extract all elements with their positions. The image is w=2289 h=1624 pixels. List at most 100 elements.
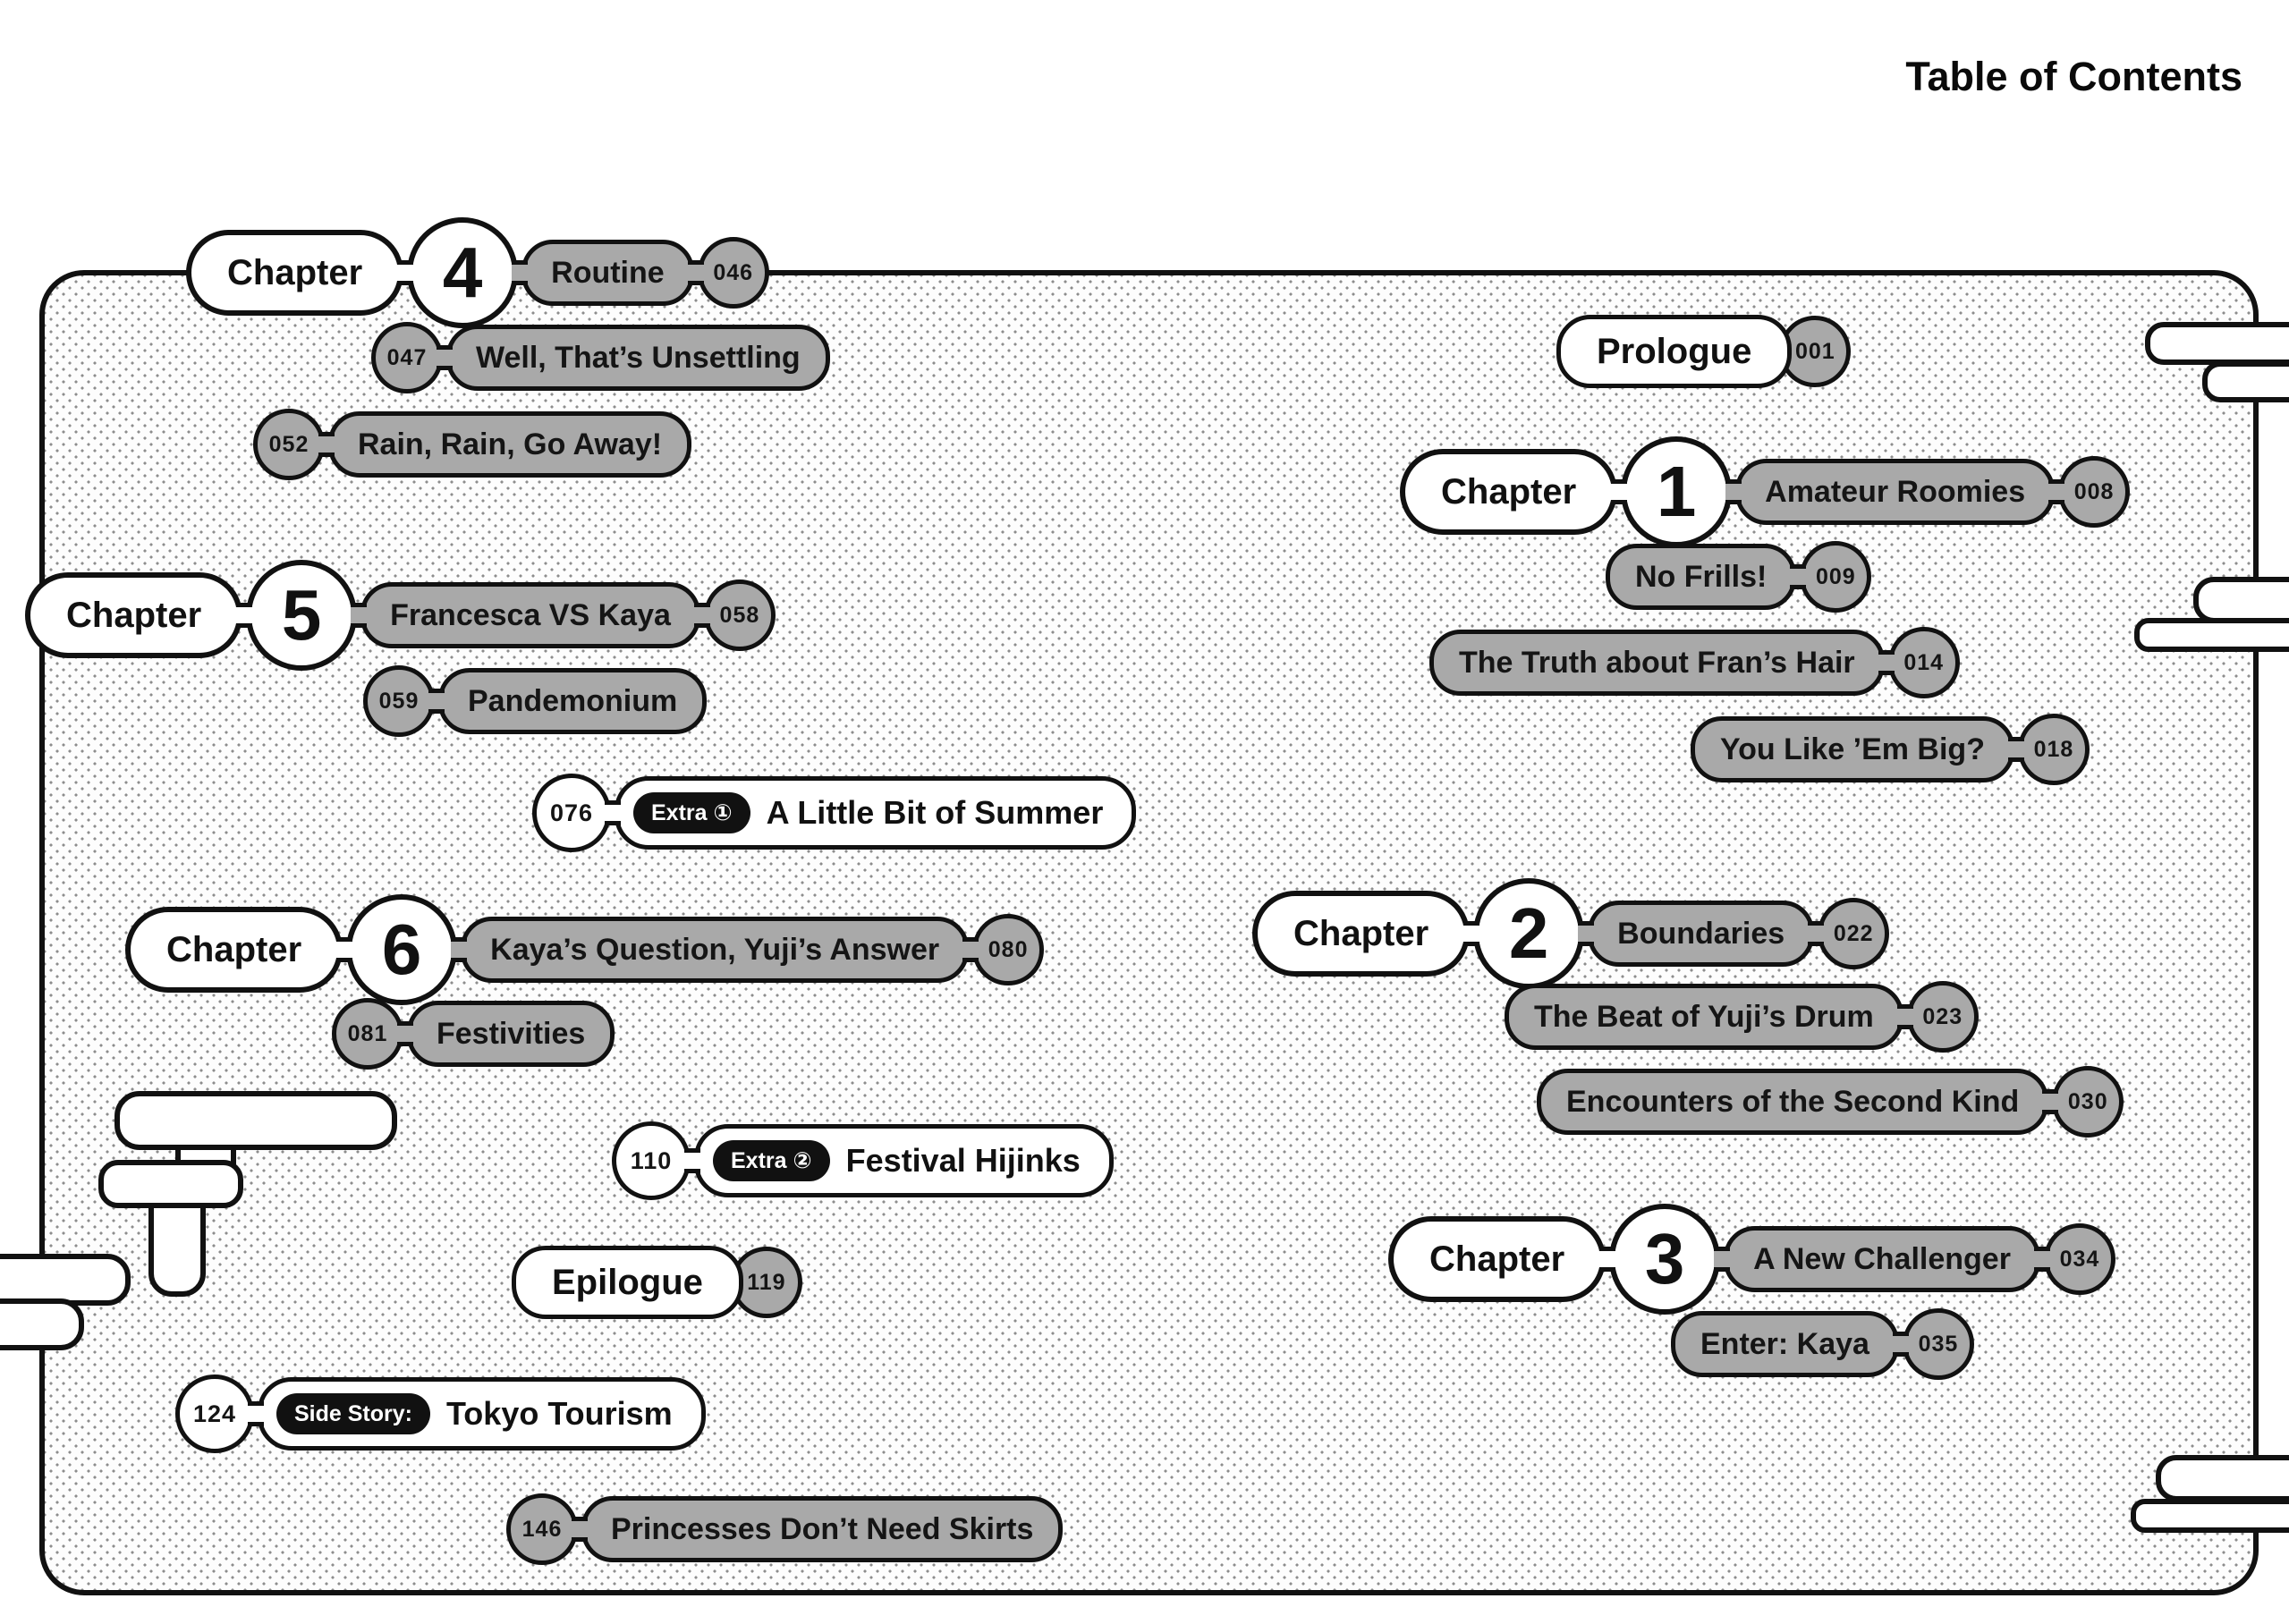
entry-title-pill: Boundaries — [1588, 901, 1815, 967]
chapter-number-circle: 5 — [246, 560, 358, 671]
entry-badge: Extra ① — [633, 792, 750, 833]
entry-badge: Extra ② — [713, 1140, 830, 1181]
connector-neck — [351, 603, 368, 628]
connector-neck — [397, 260, 414, 285]
connector-neck — [1578, 921, 1595, 946]
page-number-circle: 052 — [253, 409, 325, 480]
chapter-number-circle: 3 — [1609, 1204, 1721, 1315]
page-number-circle: 080 — [972, 914, 1045, 985]
chapter-label-pill: Chapter — [125, 907, 343, 993]
entry-title-pill: Routine — [521, 240, 694, 306]
entry-title-pill: Epilogue — [512, 1246, 743, 1319]
entry-title-pill: Side Story:Tokyo Tourism — [258, 1377, 706, 1451]
chapter-number-circle: 2 — [1473, 878, 1585, 989]
entry-title-pill: You Like ’Em Big? — [1691, 716, 2014, 782]
page-number-circle: 022 — [1818, 898, 1890, 969]
entry-title-pill: Festivities — [407, 1001, 615, 1067]
chapter-label-pill: Chapter — [1400, 449, 1618, 535]
connector-neck — [1611, 479, 1628, 504]
connector-neck — [451, 937, 468, 962]
connector-neck — [2048, 479, 2065, 504]
toc-entry-title-num: No Frills!009 — [1606, 541, 1872, 613]
page-number-circle: 009 — [1800, 541, 1872, 613]
connector-neck — [318, 432, 335, 457]
connector-neck — [572, 1517, 588, 1542]
page-number-circle: 034 — [2043, 1223, 2115, 1295]
entry-title-pill: Enter: Kaya — [1671, 1311, 1899, 1377]
connector-neck — [1808, 921, 1825, 946]
connector-neck — [1714, 1247, 1731, 1272]
edge-notch-cutout — [2145, 322, 2289, 365]
page-title: Table of Contents — [1905, 54, 2242, 99]
page-number-circle: 146 — [506, 1493, 578, 1565]
connector-neck — [605, 800, 621, 825]
chapter-number-circle: 4 — [407, 217, 519, 328]
chapter-label-pill: Chapter — [25, 572, 243, 658]
connector-neck — [1790, 564, 1807, 589]
connector-neck — [2033, 1247, 2050, 1272]
page-number-circle: 030 — [2052, 1066, 2124, 1138]
connector-neck — [512, 260, 529, 285]
edge-notch-cutout — [2134, 618, 2289, 652]
connector-neck — [1463, 921, 1480, 946]
page-number-circle: 018 — [2017, 714, 2090, 785]
entry-title: Festival Hijinks — [845, 1142, 1081, 1179]
connector-neck — [2042, 1089, 2059, 1114]
pipe-cutout — [98, 1160, 243, 1208]
entry-title-pill: The Beat of Yuji’s Drum — [1505, 984, 1903, 1050]
entry-title-pill: Francesca VS Kaya — [360, 582, 700, 648]
connector-neck — [428, 689, 445, 714]
entry-title-pill: Pandemonium — [438, 668, 708, 734]
page-number-circle: 076 — [532, 774, 611, 852]
connector-neck — [437, 345, 453, 370]
connector-neck — [687, 260, 704, 285]
page-number-circle: 035 — [1902, 1308, 1974, 1380]
edge-notch-cutout — [2156, 1455, 2289, 1501]
connector-neck — [1896, 1004, 1913, 1029]
entry-title-pill: Rain, Rain, Go Away! — [328, 411, 692, 478]
entry-title-pill: Prologue — [1556, 315, 1793, 388]
entry-title-pill: Princesses Don’t Need Skirts — [581, 1496, 1064, 1562]
page-number-circle: 046 — [697, 237, 769, 309]
edge-notch-cutout — [2193, 577, 2289, 623]
page-number-circle: 110 — [612, 1121, 691, 1200]
chapter-label-pill: Chapter — [1388, 1216, 1607, 1302]
chapter-number-circle: 1 — [1621, 436, 1733, 547]
chapter-label-pill: Chapter — [1252, 891, 1471, 977]
page-number-circle: 023 — [1906, 981, 1979, 1053]
connector-neck — [684, 1148, 700, 1173]
entry-title-pill: Encounters of the Second Kind — [1537, 1069, 2049, 1135]
page-number-circle: 124 — [175, 1374, 254, 1453]
entry-title-pill: Extra ② Festival Hijinks — [694, 1124, 1114, 1197]
connector-neck — [962, 937, 979, 962]
page-number-circle: 014 — [1887, 627, 1960, 698]
connector-neck — [236, 603, 253, 628]
edge-notch-cutout — [0, 1298, 84, 1350]
entry-title-pill: Kaya’s Question, Yuji’s Answer — [461, 917, 970, 983]
edge-notch-cutout — [2202, 361, 2289, 402]
connector-neck — [336, 937, 353, 962]
page-number-circle: 008 — [2058, 456, 2131, 528]
connector-neck — [397, 1021, 413, 1046]
connector-neck — [1599, 1247, 1616, 1272]
chapter-number-circle: 6 — [346, 894, 458, 1005]
toc-entry-title-num: You Like ’Em Big?018 — [1691, 714, 2090, 785]
pipe-cutout — [114, 1091, 397, 1150]
connector-neck — [693, 603, 710, 628]
